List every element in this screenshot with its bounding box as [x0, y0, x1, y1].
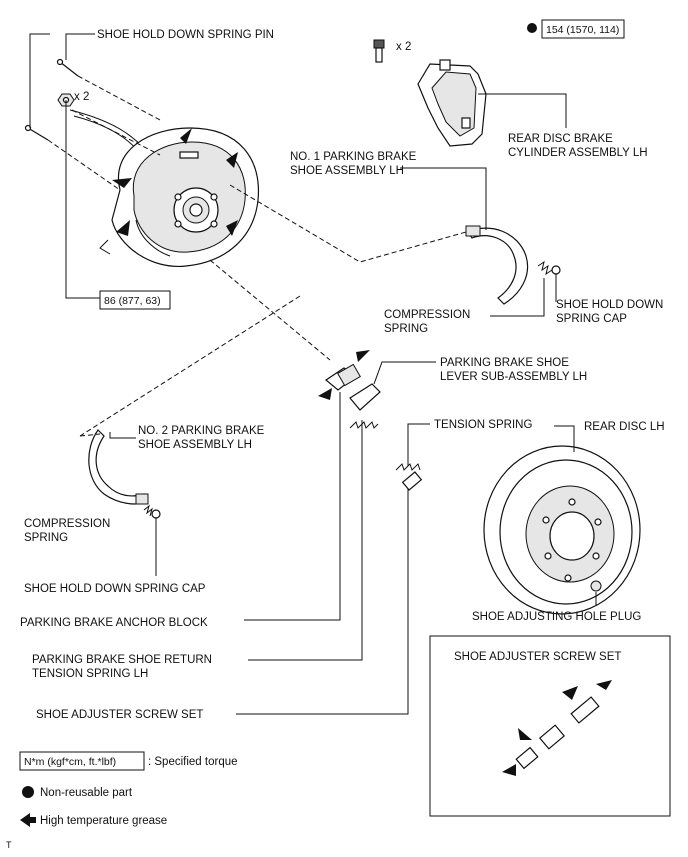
- no1-shoe: [465, 225, 529, 305]
- legend-torque-desc: : Specified torque: [148, 756, 238, 768]
- label-no1-shoe-1: NO. 1 PARKING BRAKE: [290, 151, 417, 163]
- tension-spring: [395, 463, 421, 471]
- footer-mark: T: [6, 840, 12, 850]
- label-return-spring-2: TENSION SPRING LH: [32, 668, 148, 680]
- label-compression-spring-1a: COMPRESSION: [384, 309, 470, 321]
- inset-box: [429, 635, 671, 817]
- grease-arrows: [112, 128, 612, 776]
- label-rear-disc: REAR DISC LH: [584, 421, 665, 433]
- torque-box-86: [99, 290, 171, 310]
- inset-adjuster: [515, 696, 600, 770]
- label-compression-spring-2b: SPRING: [24, 532, 68, 544]
- label-qty-bolts: x 2: [396, 41, 411, 53]
- shoe-lever: [349, 383, 381, 411]
- backing-plate: [69, 109, 260, 267]
- compression-spring-1: [537, 260, 561, 276]
- label-return-spring-1: PARKING BRAKE SHOE RETURN: [32, 654, 212, 666]
- label-caliper-2: CYLINDER ASSEMBLY LH: [508, 147, 648, 159]
- label-torque-86: 86 (877, 63): [104, 295, 161, 307]
- label-no2-shoe-2: SHOE ASSEMBLY LH: [138, 439, 252, 451]
- label-hole-plug: SHOE ADJUSTING HOLE PLUG: [472, 611, 641, 623]
- label-caliper-1: REAR DISC BRAKE: [508, 133, 613, 145]
- label-no2-shoe-1: NO. 2 PARKING BRAKE: [138, 425, 265, 437]
- label-compression-spring-2a: COMPRESSION: [24, 518, 110, 530]
- label-spring-cap-1a: SHOE HOLD DOWN: [556, 299, 663, 311]
- label-spring-cap-2: SHOE HOLD DOWN SPRING CAP: [24, 583, 206, 595]
- legend-torque-box: [19, 751, 145, 771]
- spring-pins: [24, 58, 79, 141]
- legend-non-reusable: Non-reusable part: [40, 787, 133, 799]
- rear-disc: [483, 445, 641, 615]
- caliper-bolt: [373, 39, 385, 63]
- label-compression-spring-1b: SPRING: [384, 323, 428, 335]
- caliper: [417, 59, 487, 147]
- torque-box-154: [541, 19, 625, 39]
- label-no1-shoe-2: SHOE ASSEMBLY LH: [290, 165, 404, 177]
- label-adjuster-screw-set: SHOE ADJUSTER SCREW SET: [36, 709, 203, 721]
- label-anchor-block: PARKING BRAKE ANCHOR BLOCK: [20, 617, 208, 629]
- return-spring: [349, 421, 379, 429]
- label-tension-spring: TENSION SPRING: [434, 419, 532, 431]
- compression-spring-2: [143, 504, 161, 519]
- label-shoe-hold-down-spring-pin: SHOE HOLD DOWN SPRING PIN: [97, 29, 274, 41]
- label-shoe-lever-2: LEVER SUB-ASSEMBLY LH: [440, 371, 587, 383]
- adjuster-screw: [401, 471, 423, 491]
- label-shoe-lever-1: PARKING BRAKE SHOE: [440, 357, 569, 369]
- hole-plug: [590, 580, 602, 592]
- legend-torque-unit: N*m (kgf*cm, ft.*lbf): [24, 756, 116, 768]
- legend-grease: High temperature grease: [40, 815, 167, 827]
- label-inset-title: SHOE ADJUSTER SCREW SET: [454, 651, 621, 663]
- non-reusable-dot-icon: [22, 786, 34, 798]
- label-torque-154: 154 (1570, 114): [546, 24, 619, 36]
- non-reusable-dot-icon: [527, 23, 537, 33]
- label-qty-nuts: x 2: [74, 91, 89, 103]
- grease-arrow-icon: [20, 813, 36, 827]
- anchor-block: [324, 363, 361, 391]
- no2-shoe: [88, 429, 149, 505]
- label-spring-cap-1b: SPRING CAP: [556, 313, 627, 325]
